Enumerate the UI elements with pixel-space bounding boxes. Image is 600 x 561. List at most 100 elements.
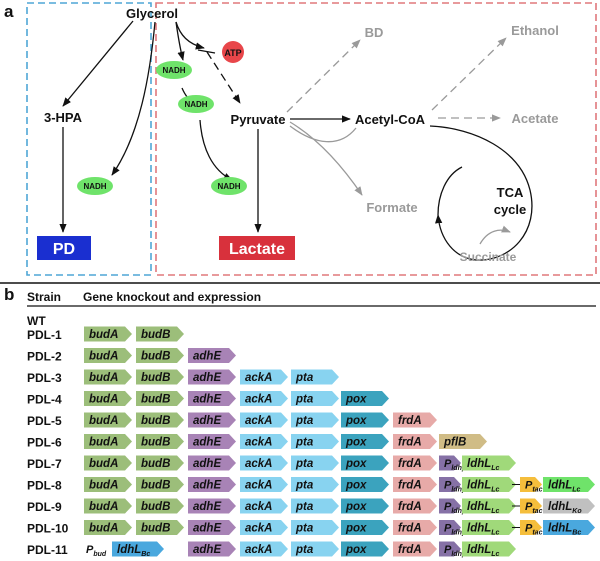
header-strain: Strain: [27, 290, 61, 304]
gene-label: budA: [89, 480, 118, 492]
gene-arrow-adhe: [188, 477, 236, 492]
gene-arrow-ldhlbc: [112, 541, 164, 557]
gene-arrow-budb: [136, 477, 184, 492]
panel-b-label: b: [4, 285, 14, 304]
gene-label: pox: [345, 544, 367, 556]
panel-a: a Glycero: [4, 2, 597, 276]
lactate-label: Lactate: [229, 241, 285, 258]
gene-label: budB: [141, 437, 170, 449]
pd-box: [37, 236, 91, 260]
gene-arrow-buda: [84, 434, 132, 449]
gene-label: budA: [89, 437, 118, 449]
gene-arrow-budb: [136, 391, 184, 406]
gene-arrow-acka: [240, 412, 288, 428]
gene-arrow-pox: [341, 541, 389, 557]
gene-label: pox: [345, 394, 367, 406]
lactate-product-box: Lactate: [219, 236, 295, 260]
arrow-to-ethanol: [431, 37, 507, 111]
gene-arrow-frda: [393, 434, 437, 449]
gene-label: ackA: [245, 415, 273, 427]
strain-row: WT: [27, 314, 46, 328]
gene-label: adhE: [193, 415, 221, 427]
gene-arrow-buda: [84, 369, 132, 385]
gene-arrow-buda: [84, 477, 132, 492]
gene-arrow-pta: [291, 477, 339, 492]
strain-name: PDL-6: [27, 436, 62, 450]
nadh-badge-4: NADH: [211, 177, 247, 195]
gene-label: ldhLKo: [548, 501, 582, 515]
gene-arrow-acka: [240, 520, 288, 535]
arrow-to-pyruvate: [206, 51, 241, 104]
gene-arrow-buda: [84, 455, 132, 471]
metabolic-flux-arrows: [59, 20, 533, 261]
strain-name: WT: [27, 314, 46, 328]
gene-label: budA: [89, 501, 118, 513]
formate-return-arc: [289, 125, 357, 143]
gene-label: ackA: [245, 437, 273, 449]
pd-label: PD: [53, 241, 75, 258]
gene-label: frdA: [398, 544, 422, 556]
gene-arrow-pta: [291, 434, 339, 449]
gene-label: ackA: [245, 394, 273, 406]
gene-arrow-buda: [84, 412, 132, 428]
gene-arrow-adhe: [188, 369, 236, 385]
gene-arrow-pox: [341, 477, 389, 492]
gene-label: frdA: [398, 523, 422, 535]
gene-arrow-budb: [136, 412, 184, 428]
gene-arrow-frda: [393, 477, 437, 492]
arrow-to-formate: [289, 121, 363, 196]
nadh-badge-3: NADH: [77, 177, 113, 195]
gene-arrow-adhe: [188, 541, 236, 557]
gene-arrow-frda: [393, 520, 437, 535]
gene-label: Pbud: [86, 544, 107, 558]
gene-label: pox: [345, 480, 367, 492]
gene-arrow-ldhlc: [462, 520, 516, 535]
gene-arrow-buda: [84, 326, 132, 342]
gene-arrow-buda: [84, 498, 132, 514]
gene-label: ldhLLc: [467, 458, 500, 472]
gene-label: budB: [141, 501, 170, 513]
gene-label: pox: [345, 415, 367, 427]
gene-arrow-adhe: [188, 434, 236, 449]
pd-product-box: PD: [37, 236, 91, 260]
strain-name: PDL-10: [27, 522, 69, 536]
gene-label: adhE: [193, 351, 221, 363]
gene-label: pta: [295, 415, 314, 427]
node-acetate: Acetate: [512, 111, 559, 126]
gene-label: Pldhp: [444, 544, 467, 558]
gene-label: budB: [141, 351, 170, 363]
nadh-label: NADH: [184, 100, 207, 109]
gene-label: Pldhp: [444, 480, 467, 494]
arrow-glycerol-to-nadh: [175, 21, 185, 61]
gene-label: budB: [141, 480, 170, 492]
tca-label-line2: cycle: [494, 202, 527, 217]
node-pyruvate: Pyruvate: [231, 112, 286, 127]
nadh-label: NADH: [162, 66, 185, 75]
gene-arrow-ldhlbc: [543, 520, 595, 535]
gene-label: budB: [141, 523, 170, 535]
arrow-nadh-to-3hpa-branch: [111, 21, 156, 176]
gene-arrow-promoter: [439, 541, 461, 557]
gene-label: adhE: [193, 458, 221, 470]
gene-arrow-pta: [291, 369, 339, 385]
gene-label: ldhLLc: [467, 501, 500, 515]
arrow-nadh-to-lactate-branch: [199, 119, 233, 181]
nadh-label: NADH: [83, 182, 106, 191]
strain-name: PDL-11: [27, 543, 68, 557]
gene-label: budB: [141, 372, 170, 384]
nadh-ellipse: [211, 177, 247, 195]
strain-name: PDL-9: [27, 500, 62, 514]
arrow-atp-stub: [197, 49, 216, 54]
gene-label: pta: [295, 501, 314, 513]
gene-arrow-ldhlc: [462, 477, 516, 492]
gene-label: adhE: [193, 372, 221, 384]
atp-label: ATP: [224, 48, 241, 58]
gene-label: ldhLLc: [467, 523, 500, 537]
gene-arrow-adhe: [188, 455, 236, 471]
